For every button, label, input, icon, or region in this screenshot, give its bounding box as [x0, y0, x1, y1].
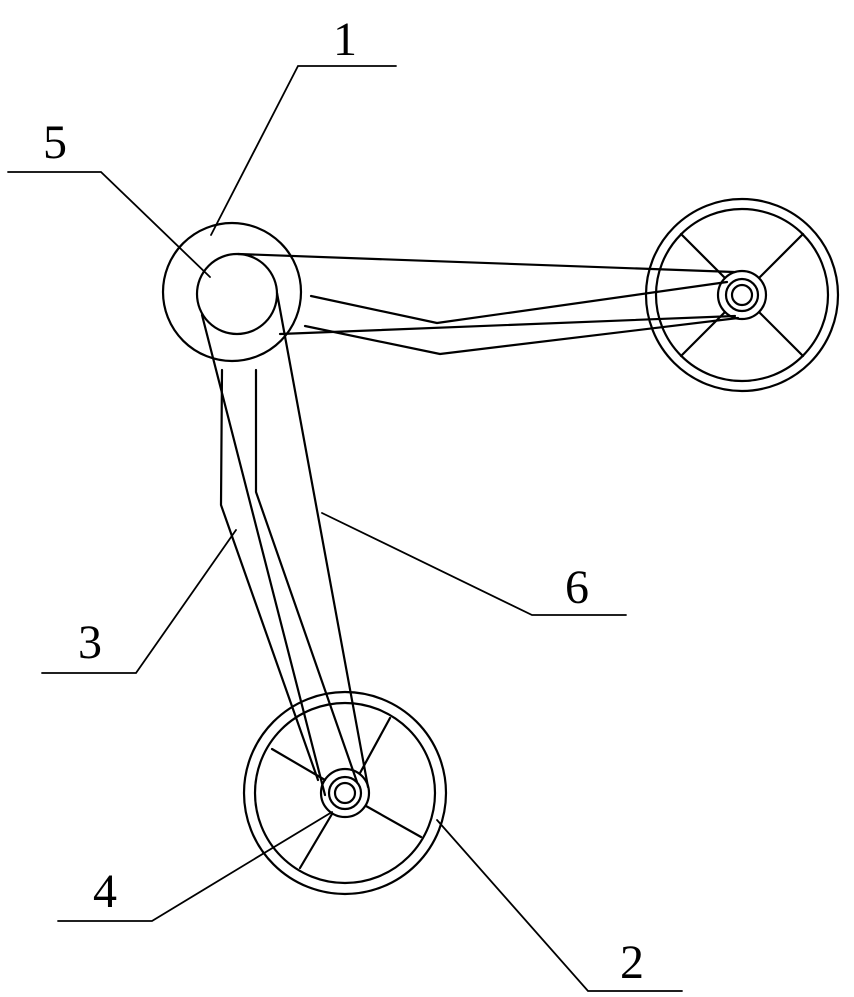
right-wheel-spoke	[679, 310, 727, 358]
bottom-wheel	[242, 690, 448, 896]
lower-arm-left-edge	[200, 313, 327, 797]
label-6: 6	[565, 561, 589, 614]
bottom-wheel-outer-rim	[242, 690, 448, 896]
leader-line-6	[321, 512, 627, 616]
label-5: 5	[43, 116, 67, 169]
hub-shaft-circle	[195, 252, 279, 336]
bottom-wheel-inner-rim	[253, 701, 437, 885]
bottom-wheel-hub-outer	[319, 767, 371, 819]
lower-arm	[200, 291, 370, 797]
right-wheel-outer-rim	[644, 197, 840, 393]
right-wheel-spoke	[757, 310, 805, 358]
right-arm	[236, 252, 740, 356]
right-arm-bottom-edge	[278, 314, 737, 336]
right-wheel-axle	[730, 283, 754, 307]
bottom-wheel-spoke	[364, 804, 423, 839]
leader-line-3	[41, 529, 237, 674]
leader-line-5	[7, 171, 211, 278]
leader-line-2	[436, 819, 683, 992]
label-3: 3	[78, 616, 102, 669]
label-4: 4	[93, 865, 117, 918]
leader-line-4	[57, 811, 333, 922]
lower-arm-outer-link	[219, 368, 320, 782]
reference-numerals: 1 2 3 4 5 6	[43, 13, 644, 989]
right-wheel	[644, 197, 840, 393]
right-wheel-spoke	[757, 232, 805, 280]
right-wheel-hub-outer	[716, 269, 768, 321]
label-1: 1	[333, 13, 357, 66]
leader-lines	[7, 65, 683, 992]
hub-outer-circle	[161, 221, 303, 363]
right-wheel-hub-middle	[724, 277, 760, 313]
right-wheel-inner-rim	[654, 207, 830, 383]
central-hub	[161, 221, 303, 363]
bottom-wheel-axle	[333, 781, 357, 805]
bottom-wheel-hub-middle	[327, 775, 363, 811]
right-arm-top-edge	[236, 252, 736, 274]
lower-arm-right-edge	[275, 291, 370, 789]
right-arm-lower-link	[303, 316, 740, 356]
leader-line-1	[210, 65, 397, 236]
bottom-wheel-spoke	[298, 812, 334, 870]
lower-arm-inner-link	[254, 368, 359, 784]
label-2: 2	[620, 936, 644, 989]
bottom-wheel-spoke	[358, 716, 392, 775]
right-arm-inner-link	[309, 280, 729, 325]
